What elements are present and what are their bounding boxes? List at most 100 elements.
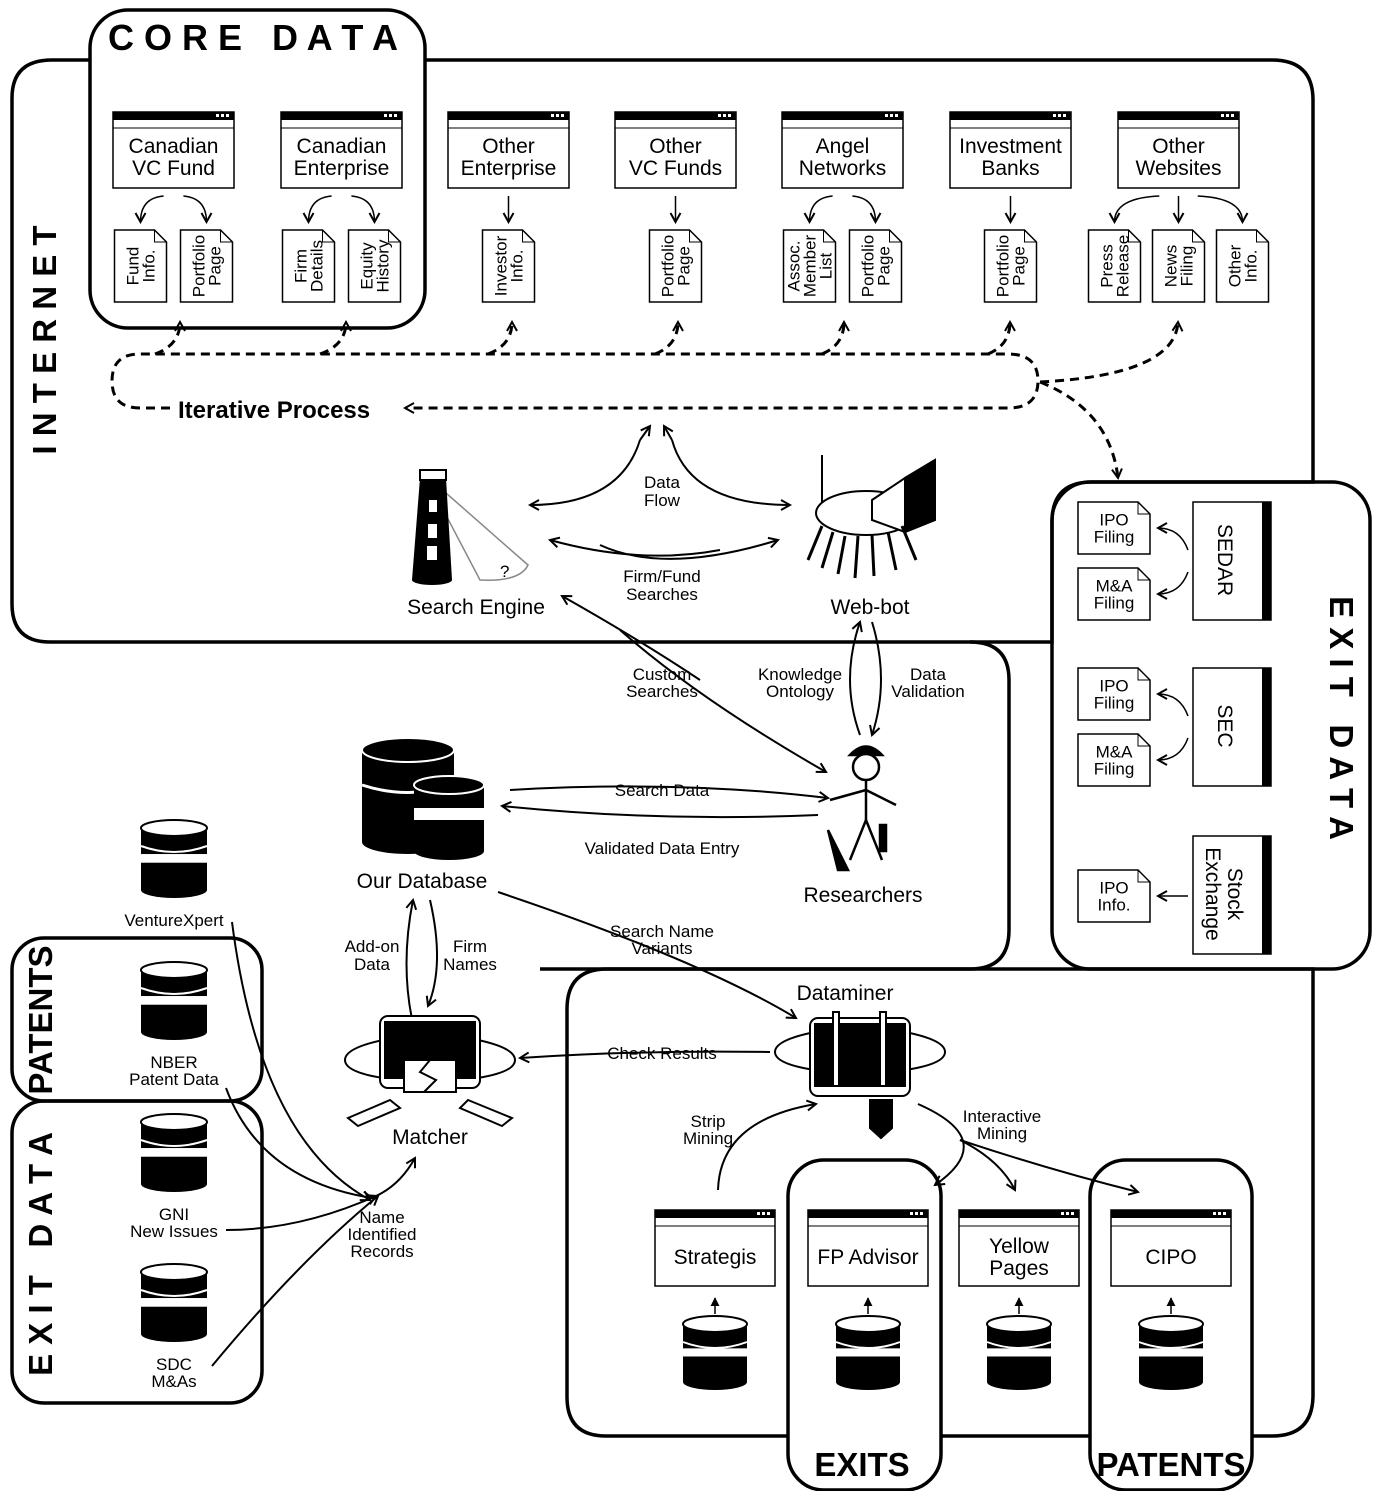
database-icon-ring [140, 845, 208, 853]
website-window-titlebar [782, 112, 903, 120]
mining-database-icon-base [836, 1374, 900, 1390]
website-window-dot [723, 114, 726, 117]
search-engine-label: Search Engine [407, 596, 545, 619]
mining-site-label-line: FP Advisor [817, 1246, 918, 1269]
exit-document-icon [1077, 501, 1151, 555]
website-window-titlebar [950, 112, 1071, 120]
exit-document-icon-fold [1137, 502, 1150, 515]
website-window-dot [551, 114, 554, 117]
website-title-line: Canadian [297, 135, 387, 158]
document-icon-text: Portfolio [994, 235, 1013, 297]
document-icon-text: Equity [358, 242, 377, 290]
core-data-title: C O R E D A T A [108, 17, 398, 58]
exit-source-arrow [1158, 528, 1189, 551]
website-window-dot [216, 114, 219, 117]
mining-window-dot [920, 1212, 923, 1215]
website-window-frame [112, 111, 235, 189]
mining-window-dot [1213, 1212, 1216, 1215]
document-icon-text: Info. [140, 249, 159, 282]
mining-database-icon-base [683, 1374, 747, 1390]
website-window-dot [885, 114, 888, 117]
mining-database-icon-base [987, 1374, 1051, 1390]
exit-document-icon [1077, 733, 1151, 787]
researcher-icon [826, 745, 897, 872]
website-title-line: Networks [799, 157, 887, 180]
database-icon-top [140, 961, 208, 979]
mining-database-icon-top [682, 1315, 748, 1333]
mining-window-titlebar [655, 1210, 775, 1218]
web-bot-label: Web-bot [831, 596, 910, 619]
database-icon-band [141, 996, 207, 1005]
document-icon [281, 229, 336, 303]
document-icon [113, 229, 168, 303]
iterative-loop [110, 322, 1178, 478]
exit-data-left-panel [10, 1099, 264, 1405]
website-arrow [351, 195, 374, 222]
website-window-frame [1117, 111, 1240, 189]
database-label-line: New Issues [130, 1222, 218, 1241]
document-icon [481, 229, 536, 303]
website-window-dot [890, 114, 893, 117]
website-arrow [810, 195, 833, 222]
exit-source-arrow [1158, 571, 1189, 594]
mining-database-icon-ring [1138, 1341, 1204, 1349]
document-icon-fold [220, 230, 233, 243]
document-icon-text: Page [206, 246, 225, 286]
document-icon-fold [1256, 230, 1269, 243]
document-icon-text: Fund [124, 247, 143, 286]
iterative-process-label: Iterative Process [178, 397, 370, 424]
our-database-icon [361, 737, 485, 860]
document-icon-text: Release [1114, 235, 1133, 297]
database-icon-top [140, 1113, 208, 1131]
website-arrow [1197, 195, 1243, 222]
mining-database-icon-ring [986, 1341, 1052, 1349]
database-label: VentureXpert [124, 911, 224, 930]
document-icon [983, 229, 1038, 303]
document-icon-text: Assoc. [785, 240, 804, 291]
exit-document-icon-text: Filing [1094, 694, 1135, 713]
exit-source-window [1192, 501, 1272, 621]
document-icon-text: Filing [1178, 246, 1197, 287]
database-label-line: Patent Data [129, 1070, 219, 1089]
document-icon-fold [154, 230, 167, 243]
website-title-line: Angel [816, 135, 870, 158]
website-window-dot [895, 114, 898, 117]
mining-window-dot [915, 1212, 918, 1215]
document-icon-text: Info. [508, 249, 527, 282]
document-icon-text: Info. [1242, 249, 1261, 282]
dataminer-label: Dataminer [797, 982, 894, 1005]
mining-site-label: CIPO [1145, 1246, 1196, 1269]
mining-site-label: FP Advisor [817, 1246, 918, 1269]
document-icon-fold [889, 230, 902, 243]
website-title-line: Investment [959, 135, 1062, 158]
website-title-line: VC Fund [132, 157, 215, 180]
search-data-label: Search Data [615, 781, 710, 800]
mining-window-dot [910, 1212, 913, 1215]
exit-document-icon [1077, 667, 1151, 721]
website-arrow [183, 195, 206, 222]
matcher-icon [343, 1015, 517, 1128]
document-icon-text: Firm [292, 249, 311, 283]
website-arrow [141, 195, 164, 222]
website-window-dot [226, 114, 229, 117]
exit-document-icon-text: Info. [1097, 896, 1130, 915]
research-panel [540, 640, 1011, 971]
exit-source-arrow [1158, 694, 1189, 717]
mining-window-dot [1218, 1212, 1221, 1215]
exit-document-icon-text: IPO [1099, 879, 1128, 898]
exit-source-name: Exchange [1201, 847, 1224, 940]
document-icon-text: Page [675, 246, 694, 286]
exits-title: EXITS [814, 1446, 909, 1483]
website-window-dot [1063, 114, 1066, 117]
document-icon [1087, 229, 1142, 303]
exit-source-scrollbar [1262, 836, 1271, 954]
